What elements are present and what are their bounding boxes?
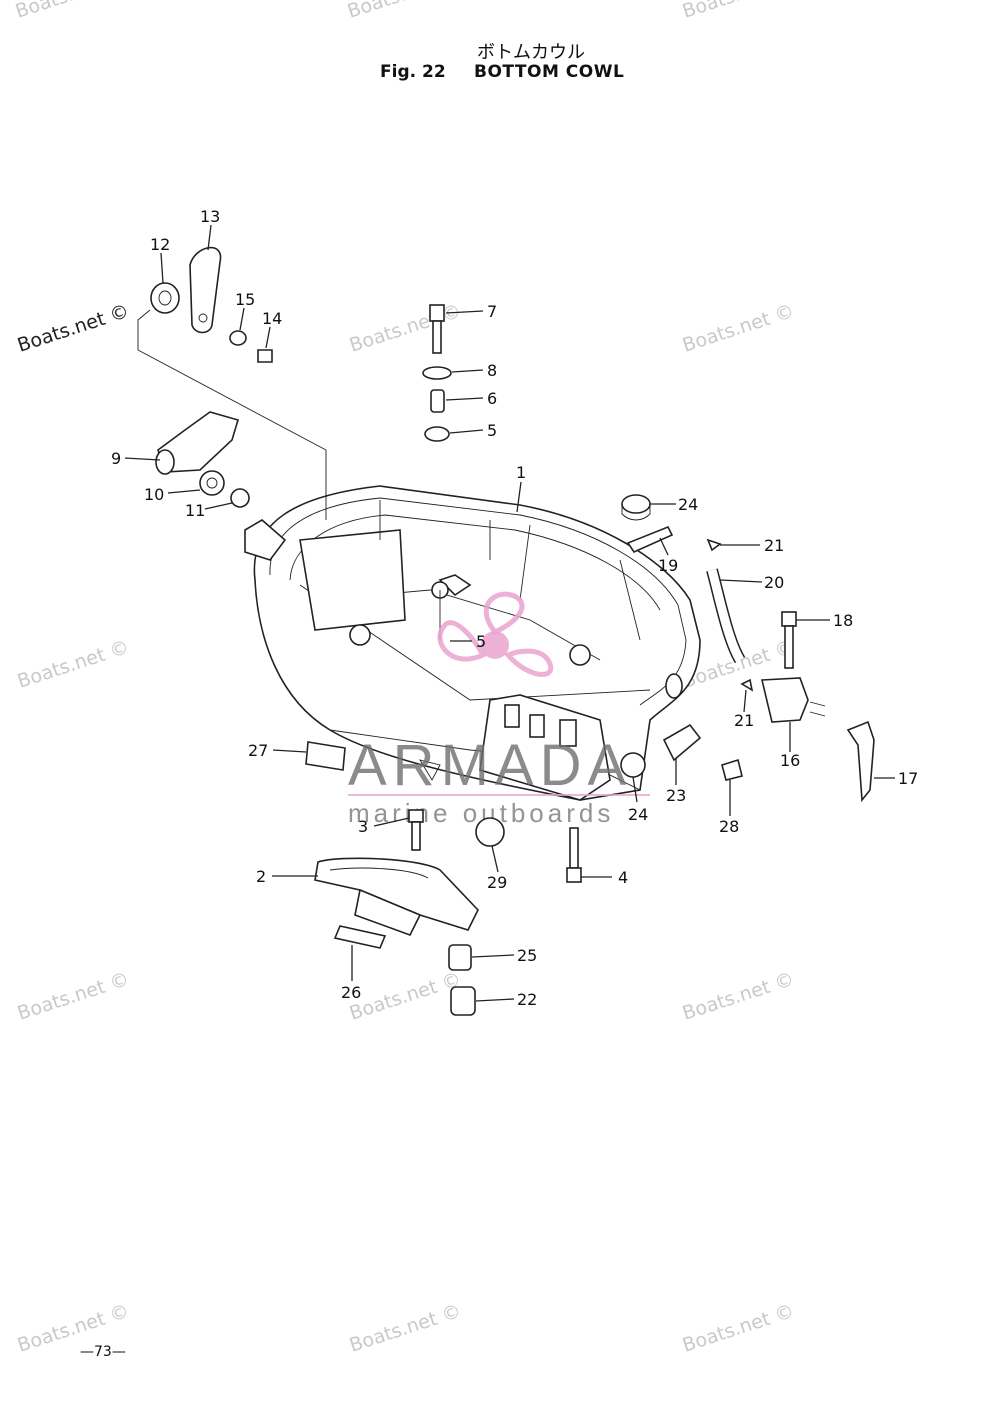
callout-24-upper: 24 (678, 495, 698, 514)
watermark-text: Boats.net © (15, 968, 132, 1025)
callout-21-upper: 21 (764, 536, 784, 555)
small-parts (150, 246, 875, 1016)
watermark-text: Boats.net © (13, 0, 130, 23)
callout-29: 29 (487, 873, 507, 892)
callout-25: 25 (517, 946, 537, 965)
watermark-text: Boats.net © (15, 300, 132, 357)
callout-6: 6 (487, 389, 497, 408)
callout-26: 26 (341, 983, 361, 1002)
page-title-japanese: ボトムカウル (477, 42, 585, 63)
callout-20: 20 (764, 573, 784, 592)
callout-28: 28 (719, 817, 739, 836)
watermark-text: Boats.net © (680, 300, 797, 357)
callout-22: 22 (517, 990, 537, 1009)
watermark-text: Boats.net © (680, 0, 797, 23)
callout-15: 15 (235, 290, 255, 309)
callout-17: 17 (898, 769, 918, 788)
callout-23: 23 (666, 786, 686, 805)
callout-18: 18 (833, 611, 853, 630)
callout-16: 16 (780, 751, 800, 770)
figure-number: Fig. 22 (380, 62, 446, 82)
callout-8: 8 (487, 361, 497, 380)
callout-4: 4 (618, 868, 628, 887)
page-number: —73— (80, 1344, 126, 1360)
watermark-text: Boats.net © (680, 1300, 797, 1357)
callout-5-upper: 5 (487, 421, 497, 440)
watermark-text: Boats.net © (15, 636, 132, 693)
callout-9: 9 (111, 449, 121, 468)
callout-27: 27 (248, 741, 268, 760)
callout-11: 11 (185, 501, 205, 520)
callout-1: 1 (516, 463, 526, 482)
callout-2: 2 (256, 867, 266, 886)
callout-5-lower: 5 (476, 632, 486, 651)
callout-13: 13 (200, 207, 220, 226)
callout-21-lower: 21 (734, 711, 754, 730)
page-title: BOTTOM COWL (474, 62, 625, 82)
callout-19: 19 (658, 556, 678, 575)
watermark-text: Boats.net © (345, 0, 462, 23)
watermark-text: Boats.net © (347, 968, 464, 1025)
callout-labels: 13 12 15 14 9 10 11 7 8 6 5 1 24 19 21 2… (111, 207, 918, 1009)
watermark-text: Boats.net © (347, 1300, 464, 1357)
callout-14: 14 (262, 309, 282, 328)
callout-10: 10 (144, 485, 164, 504)
callout-3: 3 (358, 817, 368, 836)
callout-24-lower: 24 (628, 805, 648, 824)
watermark-text: Boats.net © (680, 968, 797, 1025)
leader-lines (124, 224, 895, 1002)
callout-12: 12 (150, 235, 170, 254)
brand-logo: ARMADA marine outboards (348, 591, 650, 828)
callout-7: 7 (487, 302, 497, 321)
watermark-text: Boats.net © (347, 300, 464, 357)
brand-name: ARMADA (348, 733, 632, 798)
